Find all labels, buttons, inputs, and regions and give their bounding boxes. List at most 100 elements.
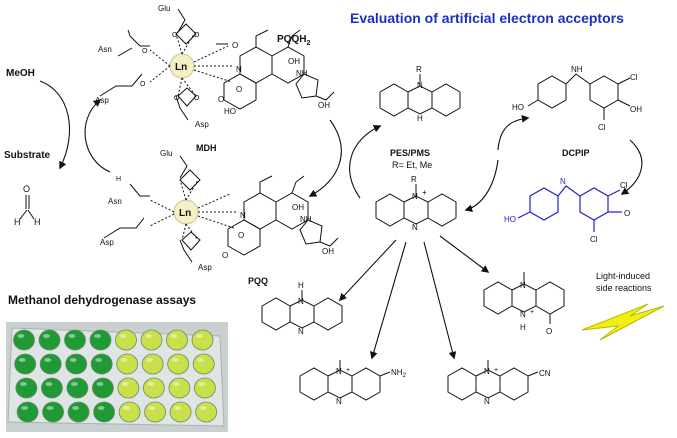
asn-label-bottom: Asn	[108, 197, 122, 206]
formaldehyde-structure: H H O	[14, 184, 41, 227]
well-highlight	[18, 358, 26, 362]
svg-text:OH: OH	[318, 101, 330, 110]
pqq-complex: Glu Asn Asp Asp MDH H Ln N O O NH OH OH	[100, 143, 339, 286]
svg-text:O: O	[174, 95, 180, 102]
assay-title: Methanol dehydrogenase assays	[8, 293, 196, 307]
substrate-arrow	[39, 80, 71, 170]
microplate-photo	[6, 322, 228, 432]
plate-well	[142, 377, 165, 399]
svg-text:O: O	[142, 48, 148, 55]
pqqh2-to-pqq-arrow	[308, 119, 342, 197]
reduced-mediator-structure	[379, 74, 461, 117]
well-highlight	[174, 406, 182, 410]
well-highlight	[72, 406, 80, 410]
oxidized-dcpip-structure	[517, 185, 622, 232]
well-highlight	[145, 334, 152, 338]
plate-well	[66, 377, 89, 399]
plate-well	[16, 401, 39, 423]
svg-text:R: R	[411, 175, 417, 184]
plate-well	[195, 401, 218, 423]
plate-well	[89, 329, 112, 351]
plate-well	[192, 353, 215, 375]
phenazinium-structure	[261, 290, 343, 331]
svg-text:O: O	[194, 32, 200, 39]
well-highlight	[69, 358, 77, 362]
well-highlight	[170, 334, 178, 338]
svg-text:N: N	[336, 397, 342, 406]
plate-well	[15, 377, 38, 399]
figure-title: Evaluation of artificial electron accept…	[350, 10, 624, 26]
mediator-reoxidation-arrow	[464, 159, 499, 213]
svg-text:N: N	[298, 327, 304, 336]
plate-well	[116, 353, 139, 375]
svg-text:R: R	[416, 65, 422, 74]
well-highlight	[171, 358, 179, 362]
svg-text:H: H	[298, 281, 304, 290]
well-highlight	[119, 334, 127, 338]
svg-text:N: N	[298, 297, 304, 306]
svg-text:O: O	[218, 95, 224, 104]
svg-text:Cl: Cl	[598, 123, 606, 132]
svg-text:H: H	[520, 323, 526, 332]
svg-text:N: N	[336, 367, 342, 376]
pqqh2-label: PQQH2	[277, 34, 310, 47]
cyano-phenazinium-structure	[447, 360, 539, 401]
svg-text:O: O	[222, 251, 228, 260]
plate-well	[117, 377, 140, 399]
svg-text:Cl: Cl	[630, 73, 638, 82]
plate-well	[93, 401, 115, 423]
dcpip-reduction-arrow	[497, 114, 530, 151]
svg-text:Ln: Ln	[175, 62, 187, 73]
svg-text:HO: HO	[224, 107, 236, 116]
svg-text:H: H	[14, 217, 21, 227]
well-highlight	[17, 334, 25, 338]
svg-text:NH: NH	[296, 69, 308, 78]
dcpip-label: DCPIP	[562, 148, 590, 158]
svg-text:N: N	[520, 281, 526, 290]
svg-text:OH: OH	[288, 57, 300, 66]
mediator-r-definition: R= Et, Me	[392, 160, 432, 170]
plate-well	[166, 329, 188, 351]
well-highlight	[96, 382, 104, 386]
svg-text:HO: HO	[504, 215, 516, 224]
plate-well	[67, 401, 90, 423]
svg-text:O: O	[232, 41, 238, 50]
asp-label-2: Asp	[195, 120, 209, 129]
well-highlight	[148, 406, 156, 410]
well-highlight	[146, 358, 154, 362]
svg-text:O: O	[172, 32, 178, 39]
plate-well	[14, 353, 37, 375]
svg-text:O: O	[238, 231, 244, 240]
asp-label: Asp	[95, 96, 109, 105]
plate-well	[38, 329, 61, 351]
well-highlight	[196, 334, 203, 338]
plate-well	[65, 353, 88, 375]
well-highlight	[121, 382, 129, 386]
svg-text:H: H	[417, 114, 423, 123]
pqq-label: PQQ	[248, 276, 268, 286]
svg-text:O: O	[624, 209, 630, 218]
svg-text:N: N	[236, 65, 242, 74]
well-highlight	[19, 382, 27, 386]
plate-well	[141, 353, 164, 375]
well-highlight	[46, 406, 54, 410]
left-substrate-cycle: MeOH Substrate H H O	[4, 68, 111, 227]
mediator-reduction-arrow	[349, 125, 382, 199]
substrate-label: Substrate	[4, 150, 51, 161]
svg-text:+: +	[494, 367, 498, 374]
well-grid	[13, 329, 218, 423]
glu-label-bottom: Glu	[160, 149, 172, 158]
plate-well	[191, 329, 214, 351]
well-highlight	[97, 406, 105, 410]
plate-well	[168, 377, 191, 399]
well-highlight	[120, 358, 128, 362]
plate-well	[140, 329, 163, 351]
asp-label-bottom-2: Asp	[198, 263, 212, 272]
svg-text:Cl: Cl	[620, 181, 628, 190]
dcpip-oxidation-arrow	[620, 139, 643, 195]
svg-text:+: +	[422, 188, 427, 197]
well-highlight	[94, 334, 101, 338]
svg-text:OH: OH	[292, 203, 304, 212]
mdh-label: MDH	[196, 143, 217, 153]
